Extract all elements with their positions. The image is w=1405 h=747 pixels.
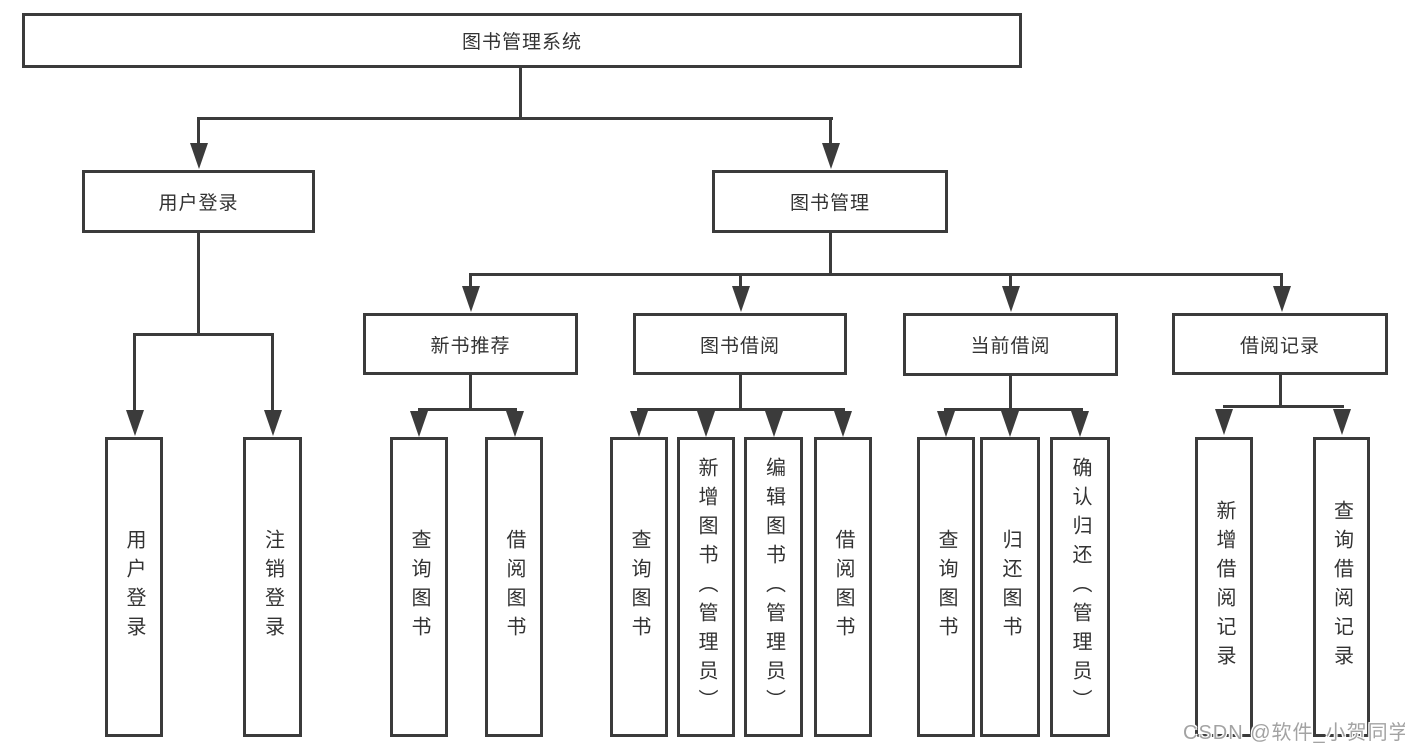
- arrowhead-down-icon: [1333, 409, 1351, 435]
- node-user-login: 用户登录: [105, 437, 163, 737]
- connector-line: [197, 117, 200, 146]
- arrowhead-down-icon: [834, 411, 852, 437]
- arrowhead-down-icon: [937, 411, 955, 437]
- arrowhead-down-icon: [822, 143, 840, 169]
- csdn-watermark: CSDN @软件_小贺同学: [1183, 722, 1405, 744]
- arrowhead-down-icon: [1002, 286, 1020, 312]
- node-root: 图书管理系统: [22, 13, 1022, 68]
- arrowhead-down-icon: [697, 411, 715, 437]
- arrowhead-down-icon: [1001, 411, 1019, 437]
- node-new-book-rec: 新书推荐: [363, 313, 578, 375]
- node-borrow-records: 借阅记录: [1172, 313, 1388, 375]
- connector-line: [829, 117, 832, 146]
- node-nb-query-book: 查询图书: [390, 437, 448, 737]
- arrowhead-down-icon: [462, 286, 480, 312]
- node-logout: 注销登录: [243, 437, 302, 737]
- connector-line: [418, 408, 517, 411]
- node-cb-return-book: 归还图书: [980, 437, 1040, 737]
- connector-line: [944, 408, 1083, 411]
- connector-line: [829, 233, 832, 276]
- node-cb-query-book: 查询图书: [917, 437, 975, 737]
- node-cb-confirm-return: 确认归还（管理员）: [1050, 437, 1110, 737]
- connector-line: [1279, 375, 1282, 408]
- node-bb-query-book: 查询图书: [610, 437, 668, 737]
- connector-line: [1009, 376, 1012, 411]
- node-bb-edit-book: 编辑图书（管理员）: [744, 437, 803, 737]
- connector-line: [133, 333, 274, 336]
- connector-line: [1223, 405, 1344, 408]
- connector-line: [519, 68, 522, 120]
- node-br-add-record: 新增借阅记录: [1195, 437, 1253, 737]
- connector-line: [133, 333, 136, 411]
- node-bb-add-book: 新增图书（管理员）: [677, 437, 735, 737]
- node-user-login-group: 用户登录: [82, 170, 315, 233]
- arrowhead-down-icon: [1071, 411, 1089, 437]
- node-nb-borrow-book: 借阅图书: [485, 437, 543, 737]
- arrowhead-down-icon: [264, 410, 282, 436]
- arrowhead-down-icon: [1273, 286, 1291, 312]
- connector-line: [469, 276, 472, 288]
- arrowhead-down-icon: [1215, 409, 1233, 435]
- connector-line: [469, 375, 472, 411]
- connector-line: [637, 408, 845, 411]
- node-book-mgmt: 图书管理: [712, 170, 948, 233]
- connector-line: [271, 333, 274, 411]
- connector-line: [1280, 276, 1283, 288]
- connector-line: [197, 233, 200, 336]
- arrowhead-down-icon: [630, 411, 648, 437]
- node-book-borrow: 图书借阅: [633, 313, 847, 375]
- arrowhead-down-icon: [126, 410, 144, 436]
- connector-line: [739, 375, 742, 411]
- arrowhead-down-icon: [506, 411, 524, 437]
- connector-line: [1009, 276, 1012, 288]
- node-br-query-record: 查询借阅记录: [1313, 437, 1370, 737]
- arrowhead-down-icon: [410, 411, 428, 437]
- connector-line: [197, 117, 833, 120]
- arrowhead-down-icon: [765, 411, 783, 437]
- connector-line: [469, 273, 1283, 276]
- node-current-borrow: 当前借阅: [903, 313, 1118, 376]
- arrowhead-down-icon: [732, 286, 750, 312]
- node-bb-borrow-book: 借阅图书: [814, 437, 872, 737]
- arrowhead-down-icon: [190, 143, 208, 169]
- connector-line: [739, 276, 742, 288]
